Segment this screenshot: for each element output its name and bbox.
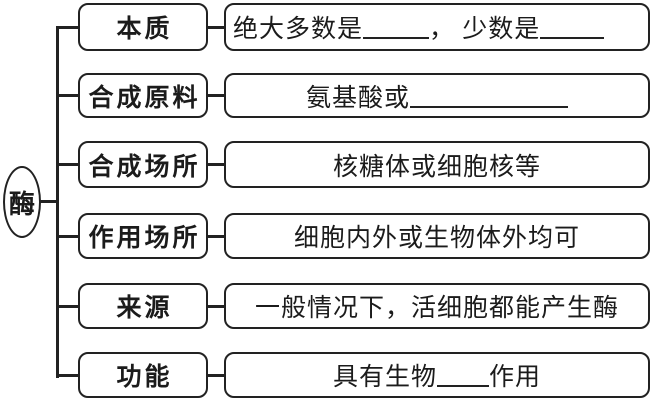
content-text: 核糖体或细胞核等	[332, 153, 541, 181]
category-label: 功能	[116, 364, 173, 391]
content-box-action-site: 细胞内外或生物体外均可	[224, 213, 650, 259]
row-essence: 本质 绝大多数是 ， 少数是	[0, 3, 656, 51]
connector-line	[206, 304, 224, 308]
content-box-raw-material: 氨基酸或	[224, 73, 650, 118]
connector-line	[57, 373, 78, 377]
blank-underline	[437, 363, 489, 387]
row-source: 来源 一般情况下，活细胞都能产生酶	[0, 283, 656, 329]
blank-underline	[540, 15, 605, 39]
row-raw-material: 合成原料 氨基酸或	[0, 73, 656, 118]
category-box-source: 来源	[78, 283, 208, 329]
row-synthesis-site: 合成场所 核糖体或细胞核等	[0, 141, 656, 188]
category-label: 合成场所	[88, 153, 201, 181]
connector-line	[206, 234, 224, 238]
content-box-essence: 绝大多数是 ， 少数是	[224, 3, 650, 51]
content-text: 氨基酸或	[305, 84, 410, 112]
category-label: 来源	[116, 295, 173, 322]
content-text: 一般情况下，活细胞都能产生酶	[254, 295, 619, 322]
blank-underline	[410, 84, 568, 108]
connector-line	[57, 234, 78, 238]
category-box-synthesis-site: 合成场所	[78, 141, 208, 188]
category-label: 作用场所	[88, 225, 201, 252]
connector-line	[57, 163, 78, 166]
content-text: 绝大多数是	[233, 16, 364, 43]
connector-line	[57, 304, 78, 308]
content-box-source: 一般情况下，活细胞都能产生酶	[224, 283, 650, 329]
content-text: 具有生物	[332, 364, 437, 391]
category-box-function: 功能	[78, 352, 208, 398]
content-box-synthesis-site: 核糖体或细胞核等	[224, 141, 650, 188]
connector-line	[206, 373, 224, 377]
root-connector-line	[39, 200, 57, 203]
content-text: 细胞内外或生物体外均可	[293, 225, 580, 252]
category-label: 合成原料	[88, 84, 201, 112]
content-text: 作用	[489, 364, 542, 391]
connector-line	[57, 25, 78, 29]
row-function: 功能 具有生物 作用	[0, 352, 656, 398]
category-box-action-site: 作用场所	[78, 213, 208, 259]
connector-line	[206, 94, 224, 97]
content-text: ， 少数是	[429, 16, 541, 43]
category-label: 本质	[116, 16, 173, 43]
connector-line	[206, 25, 224, 29]
category-box-raw-material: 合成原料	[78, 73, 208, 118]
connector-line	[57, 94, 78, 97]
enzyme-root-label: 酶	[8, 189, 35, 219]
row-action-site: 作用场所 细胞内外或生物体外均可	[0, 213, 656, 259]
category-box-essence: 本质	[78, 3, 208, 51]
blank-underline	[363, 15, 430, 39]
connector-line	[206, 163, 224, 166]
content-box-function: 具有生物 作用	[224, 352, 650, 398]
trunk-line	[56, 26, 59, 378]
